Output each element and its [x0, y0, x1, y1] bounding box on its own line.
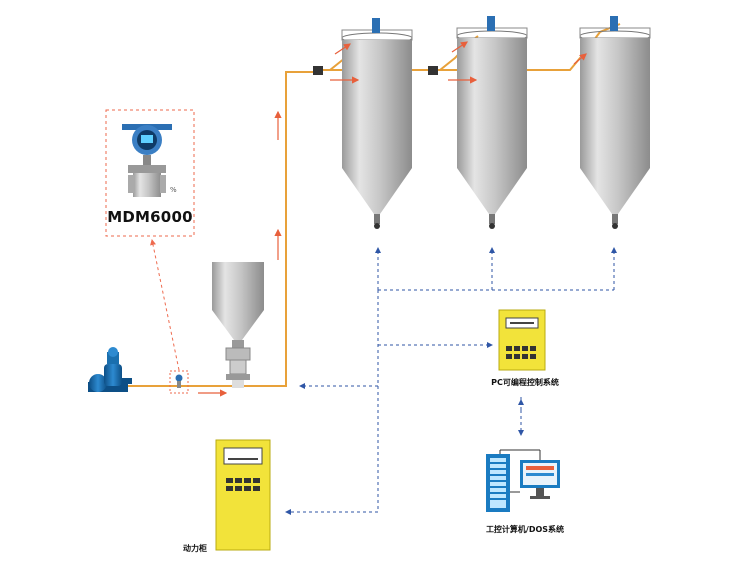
- ipc-label: 工控计算机/DOS系统: [485, 525, 565, 534]
- control-lines: [285, 247, 617, 515]
- industrial-computer-icon: [486, 449, 560, 512]
- pressure-transmitter-icon: %: [105, 109, 195, 237]
- power-cabinet-label: 动力柜: [183, 544, 207, 553]
- transmitter-model-label: MDM6000: [107, 208, 193, 226]
- roots-blower-icon: [88, 347, 132, 392]
- power-cabinet-icon: [215, 439, 271, 551]
- feeder-hopper-icon: [212, 262, 264, 388]
- silo-icon: [341, 16, 651, 229]
- pipe-pressure-transmitter: [169, 370, 189, 394]
- plc-icon: [498, 309, 546, 371]
- percent-mark: %: [170, 186, 177, 194]
- flow-arrows: [198, 41, 587, 397]
- pipe-valves: [313, 66, 438, 75]
- transmitter-callout-line: [150, 239, 180, 371]
- plc-label: PC可编程控制系统: [491, 378, 559, 387]
